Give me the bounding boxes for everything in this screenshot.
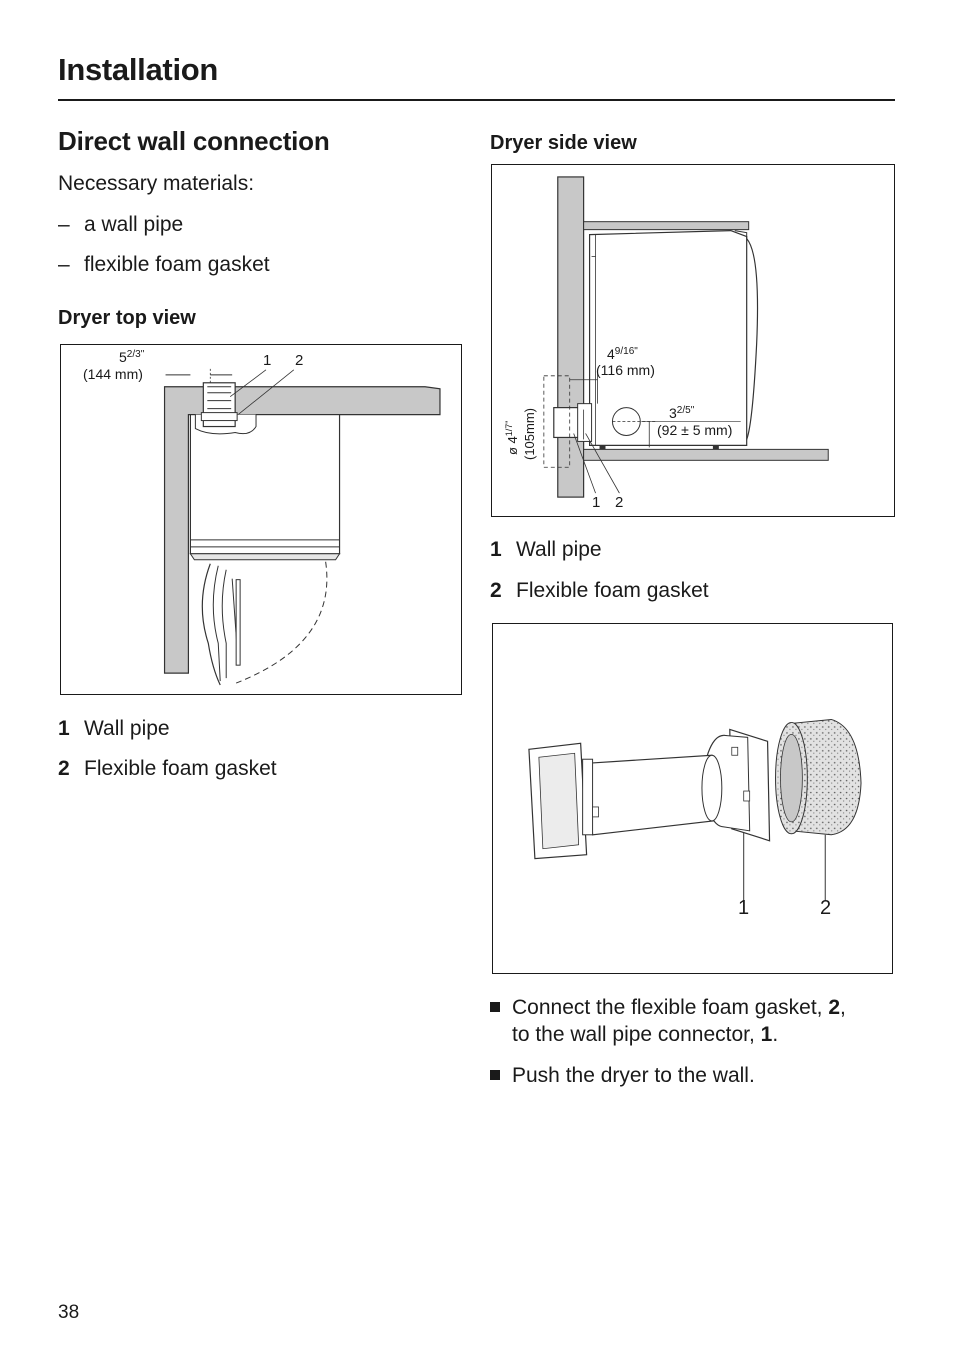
dash: – (58, 253, 70, 276)
side-view-heading: Dryer side view (490, 132, 637, 154)
step-ref: 2 (828, 996, 841, 1019)
materials-intro: Necessary materials: (58, 172, 255, 195)
callout-2: 2 (615, 494, 624, 511)
legend-number: 2 (58, 757, 70, 780)
material-label: a wall pipe (84, 213, 184, 236)
dimension-fraction: 2/5" (676, 405, 695, 416)
height-dimension-mm: (92 ± 5 mm) (657, 422, 733, 438)
callout-1: 1 (738, 897, 750, 919)
legend-item: 1 Wall pipe (490, 537, 602, 563)
dimension-whole: 5 (119, 349, 127, 365)
dimension-whole: 3 (669, 405, 677, 421)
callout-1: 1 (592, 494, 601, 511)
dryer-top-view-drawing (163, 368, 441, 686)
dryer-side-view-drawing (543, 176, 829, 498)
dimension-fraction: 1/7" (504, 420, 514, 437)
legend-label: Wall pipe (84, 717, 170, 740)
dimension-whole: 4 (607, 346, 615, 362)
height-dimension-inch: 32/5" (669, 405, 694, 421)
dimension-label-inch: 52/3" (119, 349, 144, 365)
legend-label: Flexible foam gasket (516, 579, 709, 602)
dimension-label-mm: (144 mm) (83, 366, 143, 382)
instruction-step: Connect the flexible foam gasket, 2, to … (490, 994, 894, 1048)
dryer-top-view-figure (60, 344, 462, 695)
material-item: –flexible foam gasket (58, 252, 270, 278)
diameter-dimension-inch: ø 41/7" (504, 355, 520, 455)
legend-label: Wall pipe (516, 538, 602, 561)
page-title: Installation (58, 52, 219, 87)
dash: – (58, 213, 70, 236)
dimension-fraction: 9/16" (614, 346, 638, 357)
step-text: to the wall pipe connector, (512, 1023, 761, 1046)
wall-pipe-detail-drawing (528, 718, 862, 901)
step-continuation: to the wall pipe connector, 1. (490, 1021, 894, 1048)
legend-number: 2 (490, 579, 502, 602)
material-label: flexible foam gasket (84, 253, 270, 276)
legend-item: 2 Flexible foam gasket (58, 756, 277, 782)
header-rule (58, 99, 895, 101)
step-text: Push the dryer to the wall. (512, 1064, 755, 1087)
step-text: Connect the flexible foam gasket, (512, 996, 829, 1019)
dimension-whole: ø 4 (505, 436, 520, 455)
depth-dimension-inch: 49/16" (607, 346, 638, 362)
callout-2: 2 (820, 897, 832, 919)
step-text: . (772, 1023, 779, 1046)
legend-label: Flexible foam gasket (84, 757, 277, 780)
dimension-fraction: 2/3" (126, 349, 145, 360)
legend-number: 1 (58, 717, 70, 740)
depth-dimension-mm: (116 mm) (596, 362, 655, 378)
step-ref: 1 (760, 1023, 773, 1046)
legend-number: 1 (490, 538, 502, 561)
dryer-side-view-figure (491, 164, 895, 517)
callout-2: 2 (295, 352, 304, 369)
material-item: –a wall pipe (58, 212, 183, 238)
instruction-step: Push the dryer to the wall. (490, 1062, 894, 1089)
top-view-heading: Dryer top view (58, 307, 196, 329)
page-number: 38 (58, 1302, 80, 1323)
legend-item: 2 Flexible foam gasket (490, 578, 709, 604)
callout-1: 1 (263, 352, 272, 369)
wall-pipe-detail-figure (492, 623, 893, 974)
legend-item: 1 Wall pipe (58, 716, 170, 742)
bullet-square-icon (490, 1070, 500, 1080)
bullet-square-icon (490, 1002, 500, 1012)
step-text: , (840, 996, 846, 1019)
diameter-dimension-mm: (105mm) (522, 407, 537, 460)
section-title: Direct wall connection (58, 126, 330, 156)
